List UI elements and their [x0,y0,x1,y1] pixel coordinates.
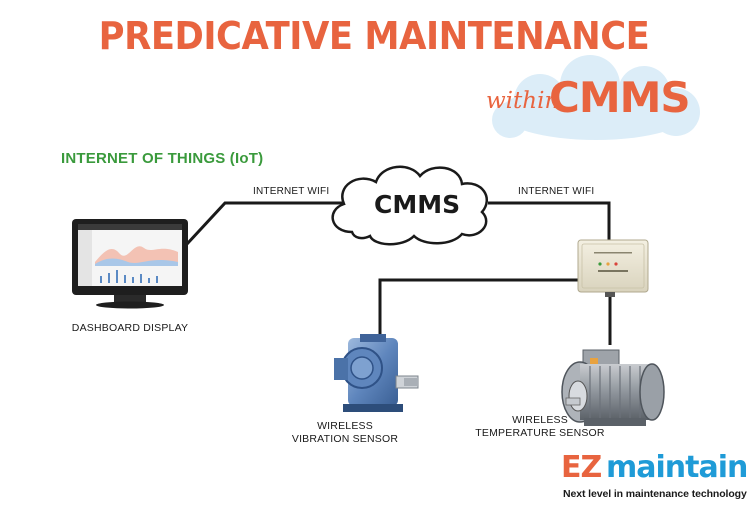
link-monitor-to-cloud [185,201,343,246]
gateway-icon [577,239,649,297]
cloud-label: CMMS [374,190,461,219]
link-right-label: INTERNET WIFI [518,186,595,197]
dashboard-label: DASHBOARD DISPLAY [71,322,189,334]
brand-logo-ez: EZ [561,450,602,485]
brand-logo-maintain: maintain [606,450,748,485]
iot-section-label: INTERNET OF THINGS (IoT) [61,150,264,167]
temperature-label-line2: TEMPERATURE SENSOR [475,427,605,439]
vibration-sensor-label: WIRELESS VIBRATION SENSOR [275,420,415,446]
within-label: within [486,88,560,114]
link-left-label: INTERNET WIFI [253,186,330,197]
brand-tagline: Next level in maintenance technology [563,488,747,500]
link-cloud-to-gateway [488,201,611,240]
temperature-label-line1: WIRELESS [512,414,568,426]
monitor-icon [72,219,188,309]
page-title: PREDICATIVE MAINTENANCE [98,14,650,58]
connector-lines [185,201,612,345]
cmms-title: CMMS [549,73,691,122]
motor-icon [561,349,665,426]
temperature-sensor-label: WIRELESS TEMPERATURE SENSOR [465,414,615,440]
cloud-icon [331,165,488,246]
title-cloud-icon [492,55,700,140]
vibration-label-line1: WIRELESS [317,420,373,432]
gearbox-icon [334,334,419,412]
vibration-label-line2: VIBRATION SENSOR [291,433,399,445]
link-gateway-to-vibration [378,278,578,345]
